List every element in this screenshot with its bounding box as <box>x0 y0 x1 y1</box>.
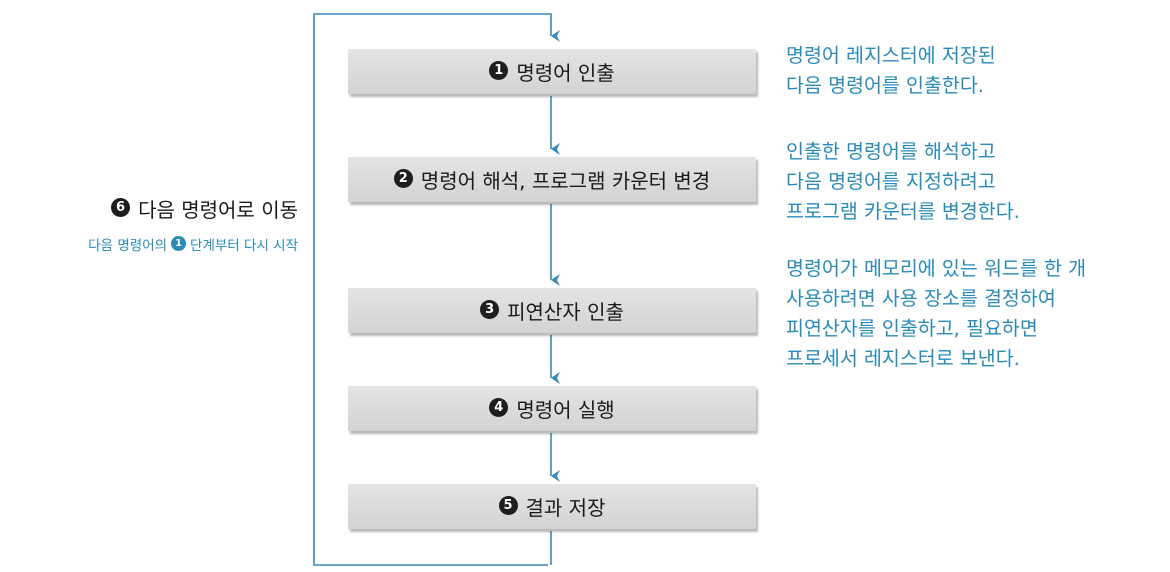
loop-title-text: 다음 명령어로 이동 <box>138 198 298 222</box>
description-line: 다음 명령어를 지정하려고 <box>786 170 996 193</box>
description-line: 인출한 명령어를 해석하고 <box>786 140 996 163</box>
loop-subtitle-ref-number: 1 <box>171 235 187 251</box>
step-1-box: 1 명령어 인출 <box>348 49 756 94</box>
step-1-description: 명령어 레지스터에 저장된 다음 명령어를 인출한다. <box>786 41 996 101</box>
step-5-number: 5 <box>498 496 518 515</box>
step-6-number: 6 <box>111 198 131 217</box>
step-5-label: 결과 저장 <box>525 496 606 520</box>
step-3-description: 명령어가 메모리에 있는 워드를 한 개 사용하려면 사용 장소를 결정하여 피… <box>786 254 1086 374</box>
loop-subtitle-before: 다음 명령어의 <box>88 238 168 254</box>
loop-back-line <box>313 13 560 566</box>
step-3-label: 피연산자 인출 <box>507 300 624 324</box>
description-line: 명령어 레지스터에 저장된 <box>786 44 996 67</box>
step-2-label: 명령어 해석, 프로그램 카운터 변경 <box>420 169 711 193</box>
description-line: 사용하려면 사용 장소를 결정하여 <box>786 287 1056 310</box>
step-2-description: 인출한 명령어를 해석하고 다음 명령어를 지정하려고 프로그램 카운터를 변경… <box>786 137 1020 227</box>
step-4-number: 4 <box>489 398 509 417</box>
step-4-box: 4 명령어 실행 <box>348 386 756 431</box>
description-line: 다음 명령어를 인출한다. <box>786 74 984 97</box>
loop-title: 6 다음 명령어로 이동 <box>111 194 298 223</box>
step-2-number: 2 <box>393 169 413 188</box>
step-1-label: 명령어 인출 <box>516 61 615 85</box>
step-3-box: 3 피연산자 인출 <box>348 288 756 333</box>
step-2-box: 2 명령어 해석, 프로그램 카운터 변경 <box>348 157 756 202</box>
loop-subtitle-after: 단계부터 다시 시작 <box>190 238 298 254</box>
description-line: 프로세서 레지스터로 보낸다. <box>786 347 1020 370</box>
description-line: 피연산자를 인출하고, 필요하면 <box>786 317 1038 340</box>
description-line: 프로그램 카운터를 변경한다. <box>786 200 1020 223</box>
step-4-label: 명령어 실행 <box>516 398 615 422</box>
description-line: 명령어가 메모리에 있는 워드를 한 개 <box>786 257 1087 280</box>
loop-subtitle: 다음 명령어의 1 단계부터 다시 시작 <box>88 234 298 254</box>
step-5-box: 5 결과 저장 <box>348 484 756 529</box>
step-1-number: 1 <box>489 61 509 80</box>
step-3-number: 3 <box>480 300 500 319</box>
